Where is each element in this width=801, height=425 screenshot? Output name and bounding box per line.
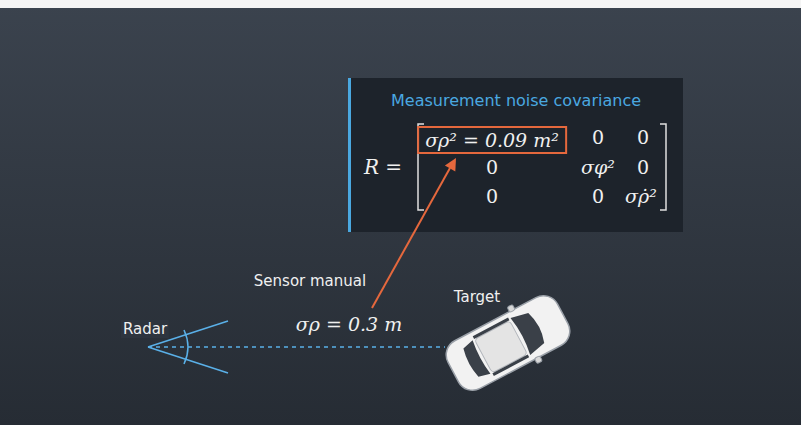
top-strip	[0, 0, 801, 8]
car-roof	[474, 321, 527, 373]
matrix-panel: σρ² = 0.09 m² Measurement noise covarianc…	[348, 78, 683, 232]
arrow-head	[445, 158, 456, 171]
matrix-entry: 0	[592, 185, 604, 207]
radar-label: Radar	[121, 320, 169, 338]
matrix-entry: σφ²	[581, 156, 615, 178]
car-mirror	[507, 304, 515, 312]
highlighted-variance: σρ² = 0.09 m²	[425, 129, 559, 151]
std-dev-label: σρ = 0.3 m	[294, 313, 404, 335]
range-line	[148, 346, 445, 348]
matrix-entry: 0	[637, 126, 649, 148]
source-label: Sensor manual	[252, 272, 368, 290]
car-illustration	[438, 286, 578, 401]
matrix-bracket	[660, 124, 666, 210]
pointer-arrow	[372, 168, 450, 308]
matrix-entry: 0	[486, 185, 498, 207]
radar-arc	[184, 330, 188, 364]
matrix-entry: 0	[486, 156, 498, 178]
target-label: Target	[452, 288, 502, 306]
car-mirror	[534, 356, 542, 364]
matrix-entry: 0	[592, 126, 604, 148]
matrix-entry: σρ̇²	[625, 185, 657, 207]
panel-title: Measurement noise covariance	[391, 91, 641, 110]
matrix-entry: 0	[637, 156, 649, 178]
car-side-windows	[473, 319, 528, 375]
highlight-box: σρ² = 0.09 m²	[417, 126, 567, 154]
matrix-symbol: R =	[364, 155, 402, 179]
